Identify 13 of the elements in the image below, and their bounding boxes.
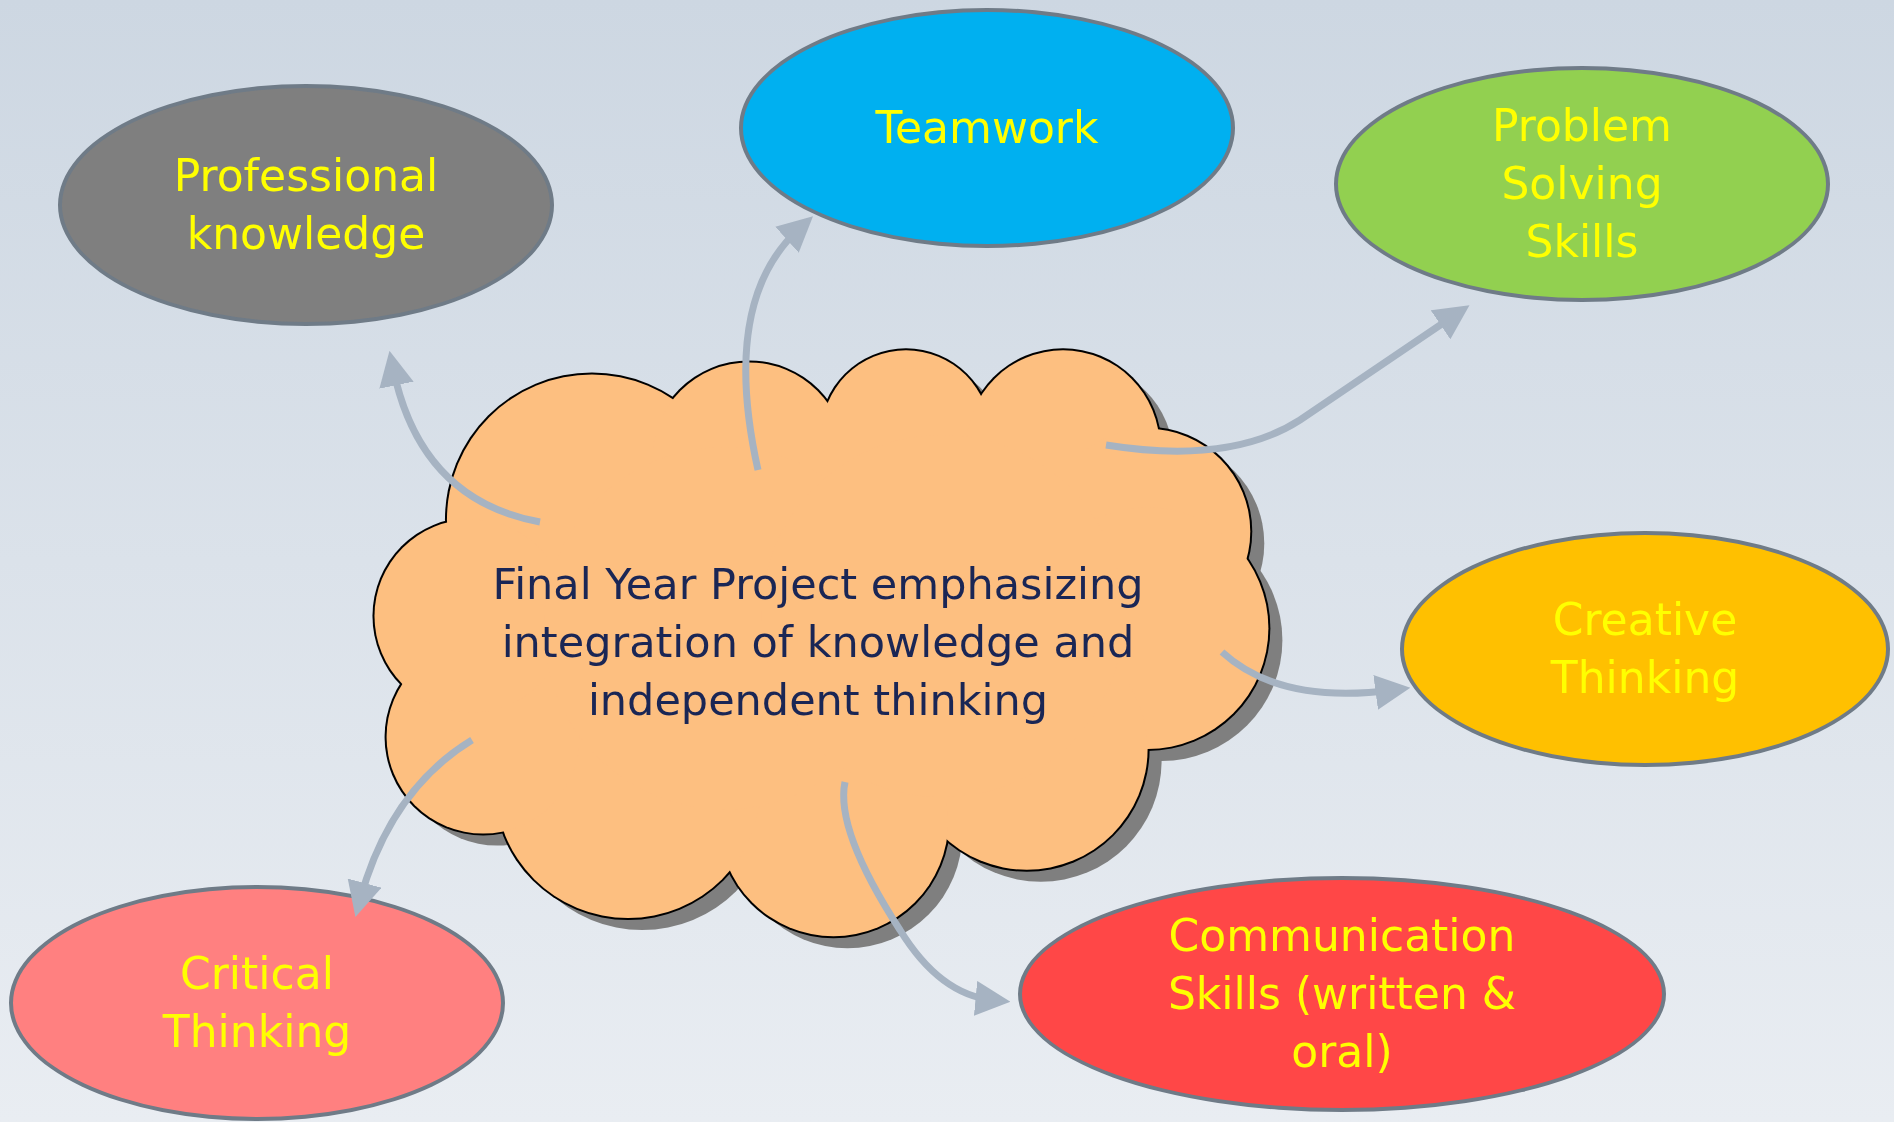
- arrow: [380, 351, 541, 526]
- skill-label: Professional knowledge: [172, 149, 440, 261]
- skill-label: Communication Skills (written & oral): [1166, 909, 1518, 1079]
- arrow: [348, 737, 474, 917]
- arrow: [840, 781, 1011, 1015]
- arrow: [1219, 649, 1411, 710]
- skill-label: Critical Thinking: [161, 947, 353, 1059]
- arrow: [742, 215, 813, 471]
- cloud-text: Final Year Project emphasizing integration of knowledge and independent thinking: [491, 558, 1145, 727]
- skill-label: Problem Solving Skills: [1491, 99, 1673, 269]
- arrow: [1105, 305, 1470, 455]
- skill-label: Creative Thinking: [1549, 593, 1741, 705]
- skill-label: Teamwork: [875, 101, 1099, 155]
